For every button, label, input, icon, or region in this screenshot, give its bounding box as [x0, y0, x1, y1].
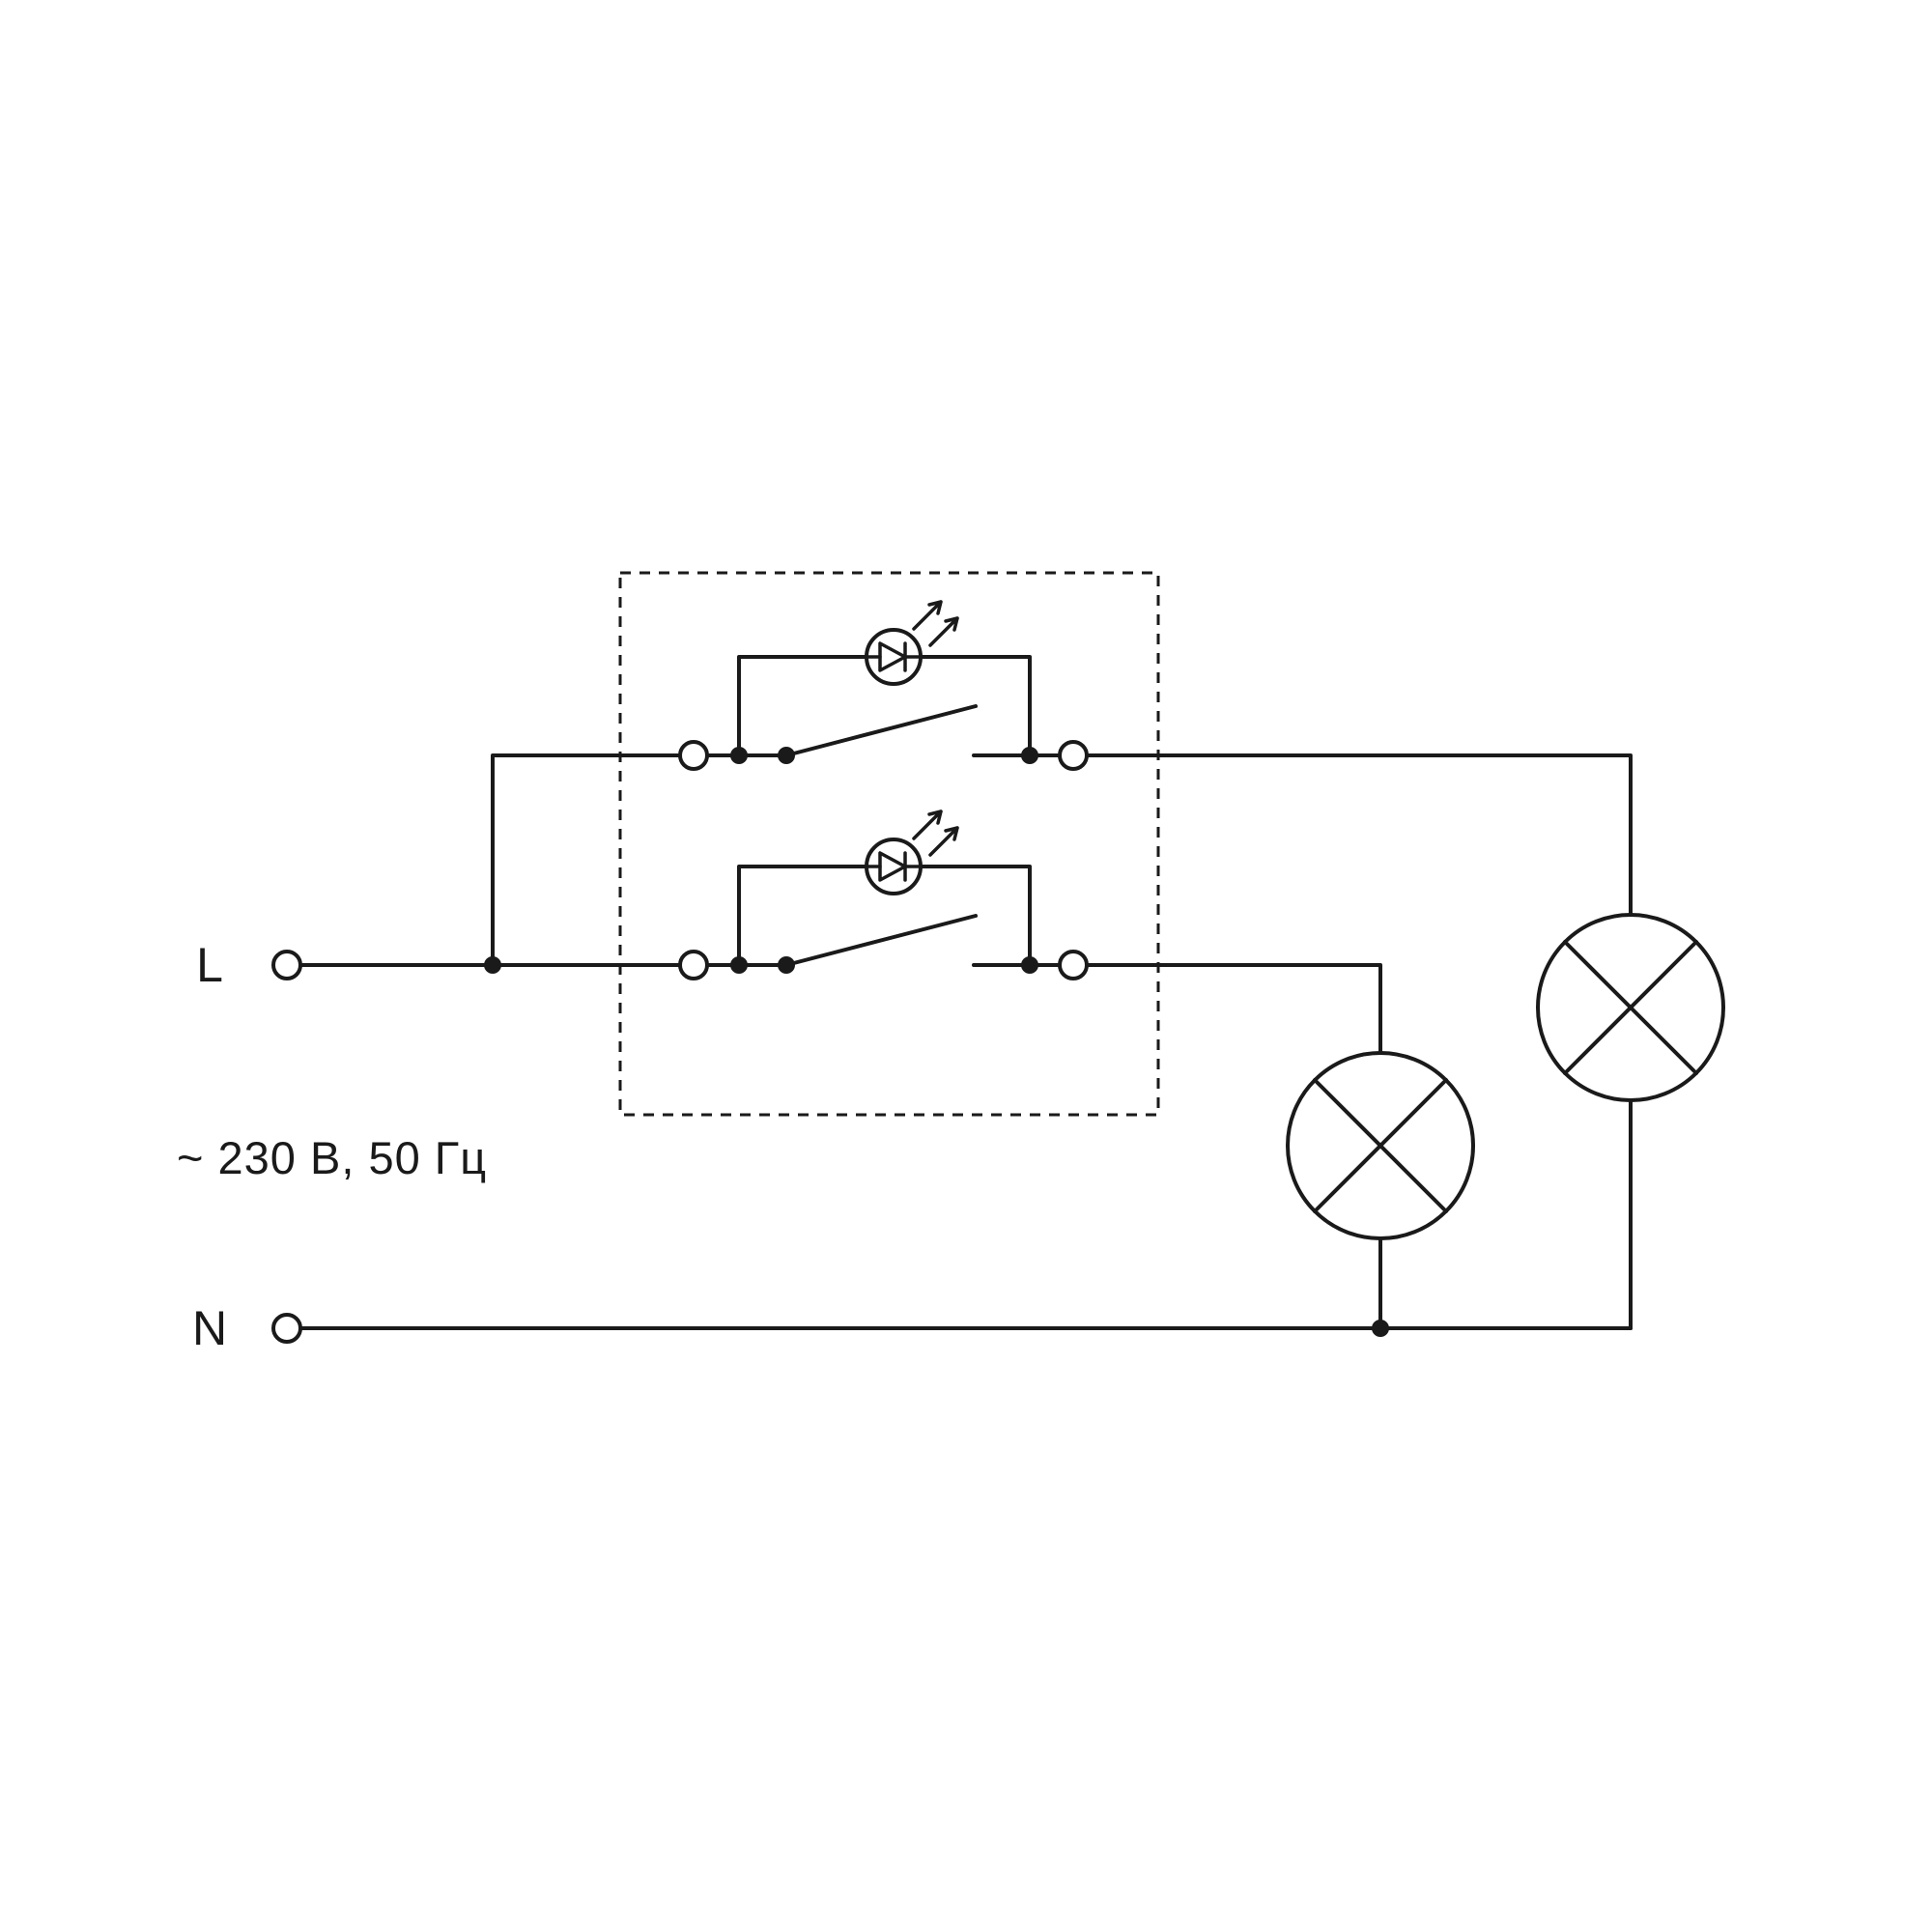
switch2-terminal-out [1058, 950, 1089, 980]
wire-switch1-to-lamp2 [1085, 753, 1633, 917]
led-indicator-1 [737, 600, 1032, 757]
led-indicator-2 [737, 810, 1032, 967]
wire-line-l [271, 753, 682, 980]
led2-arrow-2 [928, 826, 959, 857]
wire-neutral-n [271, 1313, 1633, 1344]
label-supply-voltage: ~ 230 В, 50 Гц [177, 1132, 487, 1183]
led2-arrow-1 [912, 810, 943, 840]
led1-arrow-2 [928, 616, 959, 647]
switch1-terminal-in [678, 740, 709, 771]
terminal-l [271, 950, 302, 980]
rocker-switch-2 [678, 914, 1089, 980]
switch1-terminal-out [1058, 740, 1089, 771]
label-l: L [196, 938, 223, 992]
switch2-blade [784, 914, 978, 967]
junction-dot [484, 956, 501, 974]
junction-dot [1372, 1320, 1389, 1337]
rocker-switch-1 [678, 704, 1089, 771]
terminal-n [271, 1313, 302, 1344]
switch2-terminal-in [678, 950, 709, 980]
switch1-blade [784, 704, 978, 757]
label-n: N [192, 1301, 227, 1355]
lamp-1 [1286, 1051, 1475, 1330]
led1-arrow-1 [912, 600, 943, 631]
lamp-2 [1536, 913, 1725, 1330]
wire-switch2-to-lamp1 [1085, 963, 1382, 1055]
